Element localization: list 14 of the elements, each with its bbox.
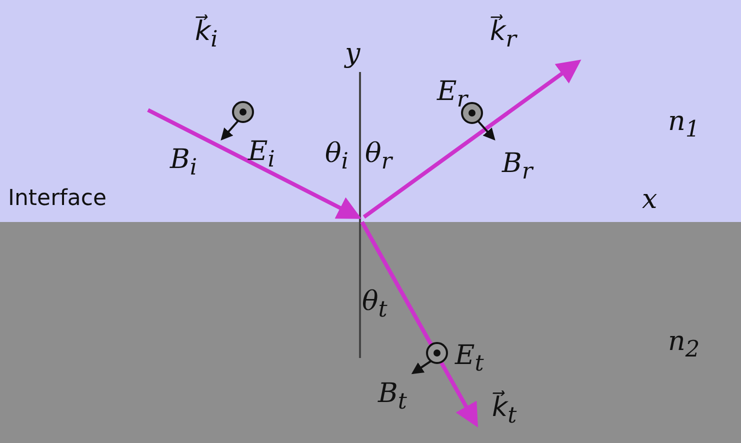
symbol-label: θ$_{r}$: [365, 140, 392, 173]
symbol-label: E$_{t}$: [455, 342, 484, 375]
symbol-label: B$_{r}$: [502, 150, 533, 183]
symbol-label: B$_{i}$: [170, 146, 198, 179]
symbol-label: E$_{i}$: [248, 138, 275, 171]
symbol-label: E$_{r}$: [437, 78, 468, 111]
symbol-label: θ$_{i}$: [325, 140, 348, 173]
symbol-label: y: [345, 40, 360, 67]
symbol-label: θ$_{t}$: [362, 288, 388, 321]
symbol-label: n$_{1}$: [668, 108, 700, 141]
symbol-label: B$_{t}$: [378, 380, 407, 413]
interface-label: Interface: [8, 188, 106, 210]
symbol-label: n$_{2}$: [668, 328, 700, 361]
symbol-label: x: [642, 186, 658, 213]
